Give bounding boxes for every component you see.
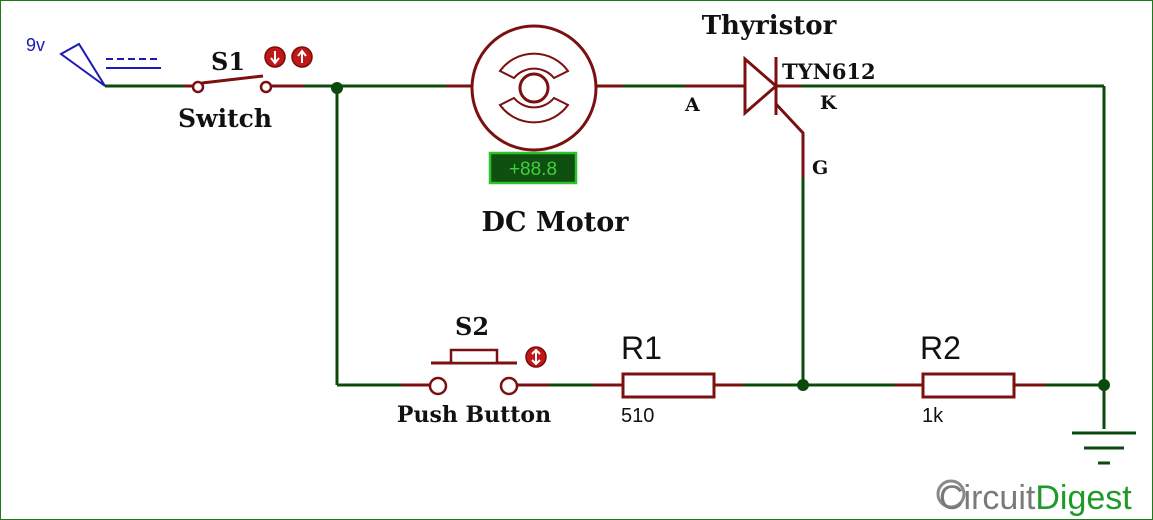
s1-toggle-up-button[interactable] bbox=[291, 46, 313, 68]
resistor-r2: R2 1k bbox=[895, 330, 1045, 427]
source-voltage-label: 9v bbox=[26, 35, 45, 55]
s2-ref-label: S2 bbox=[455, 312, 489, 341]
brand-text: CircuitDigest bbox=[939, 479, 1132, 517]
thyristor-pin-a-label: A bbox=[684, 94, 700, 116]
motor-name-label: DC Motor bbox=[482, 207, 630, 238]
r1-value-label: 510 bbox=[621, 405, 654, 427]
junction-dot bbox=[331, 82, 343, 94]
s1-blade bbox=[201, 74, 264, 85]
brand-part1: Circuit bbox=[939, 479, 1036, 517]
s2-name-label: Push Button bbox=[397, 402, 551, 428]
r2-value-label: 1k bbox=[922, 405, 944, 427]
s2-press-button[interactable] bbox=[525, 346, 547, 368]
thyristor-part-label: TYN612 bbox=[782, 59, 876, 84]
thyristor-pin-k-label: K bbox=[820, 92, 838, 114]
thyristor-gate-lead bbox=[774, 102, 805, 177]
s1-toggle-down-button[interactable] bbox=[264, 46, 286, 68]
thyristor-pin-g-label: G bbox=[812, 157, 828, 179]
r2-ref-label: R2 bbox=[920, 330, 961, 366]
arrow-down-icon bbox=[270, 51, 280, 65]
logo-ring-icon bbox=[936, 479, 966, 509]
r1-body-icon bbox=[621, 372, 716, 399]
junction-dot bbox=[1098, 379, 1110, 391]
ground-symbol-icon bbox=[1072, 431, 1136, 465]
motor-readout: +88.8 bbox=[509, 159, 557, 180]
source-terminal-icon bbox=[59, 42, 106, 87]
thyristor-triangle-icon bbox=[743, 55, 779, 117]
voltage-source-terminal: 9v bbox=[26, 35, 161, 87]
motor-magnet-icon bbox=[498, 52, 570, 80]
wires bbox=[105, 84, 1106, 429]
s1-ref-label: S1 bbox=[211, 47, 245, 76]
s2-contact bbox=[499, 376, 519, 396]
r1-ref-label: R1 bbox=[621, 330, 662, 366]
thyristor: Thyristor TYN612 A K G bbox=[684, 11, 876, 179]
s1-name-label: Switch bbox=[178, 104, 272, 133]
junction-dot bbox=[797, 379, 809, 391]
motor-readout-box bbox=[488, 151, 578, 185]
dc-motor: +88.8 DC Motor bbox=[446, 24, 630, 238]
brand-part2: Digest bbox=[1035, 479, 1132, 517]
r2-body-icon bbox=[921, 372, 1016, 399]
switch-s1[interactable]: S1 Switch bbox=[178, 47, 304, 133]
s2-contact bbox=[428, 376, 448, 396]
brand-logo: CircuitDigest bbox=[936, 479, 1132, 517]
s1-contact bbox=[259, 80, 273, 94]
s2-cap-icon bbox=[449, 348, 499, 365]
resistor-r1: R1 510 bbox=[593, 330, 743, 427]
thyristor-name-label: Thyristor bbox=[702, 11, 837, 41]
push-button-s2[interactable]: S2 Push Button bbox=[397, 312, 551, 428]
s1-contact bbox=[191, 80, 205, 94]
motor-magnet-icon bbox=[498, 96, 570, 124]
arrow-updown-icon bbox=[531, 348, 541, 366]
arrow-up-icon bbox=[297, 49, 307, 63]
motor-rotor-icon bbox=[518, 72, 550, 104]
